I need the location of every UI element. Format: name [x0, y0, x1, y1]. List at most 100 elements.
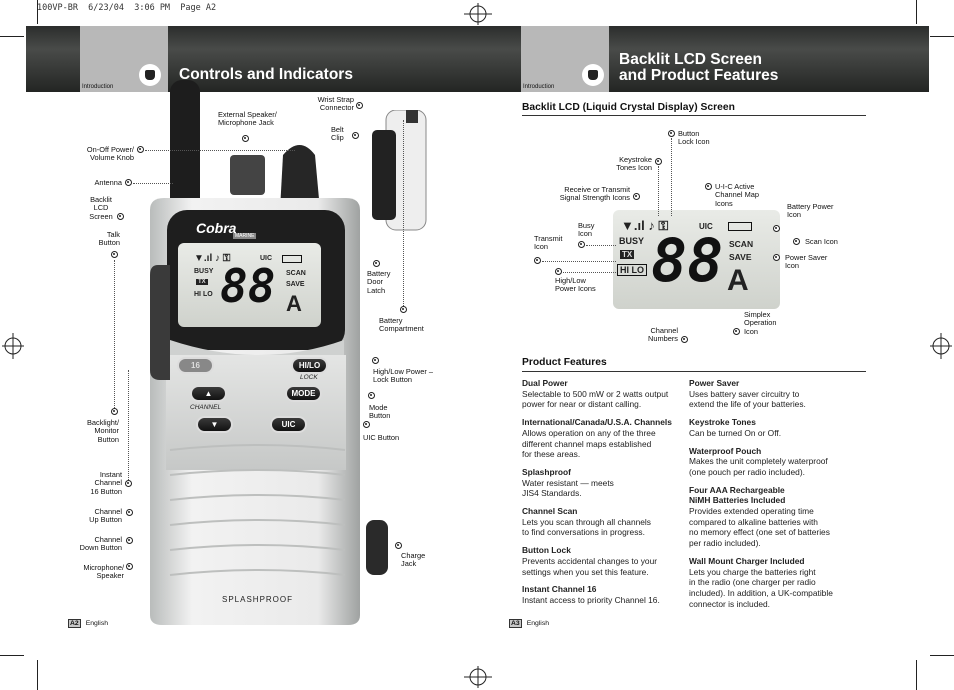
label-keystroke: Keystroke Tones Icon [616, 155, 652, 173]
callout-dot [125, 179, 132, 186]
channel-label: CHANNEL [190, 404, 222, 411]
knob-icon [280, 145, 320, 210]
radio-side-view [372, 110, 427, 231]
page-title-right-line2: and Product Features [619, 67, 779, 84]
callout-dot [372, 357, 379, 364]
callout-dot [117, 213, 124, 220]
label-high-low: High/Low Power – Lock Button [373, 367, 433, 385]
crop-mark [916, 0, 917, 24]
label-on-off: On-Off Power/ Volume Knob [86, 145, 134, 163]
callout-dot [137, 146, 144, 153]
channel-up-button[interactable]: ▲ [190, 385, 227, 402]
callout-dot [352, 132, 359, 139]
battery-icon [282, 255, 302, 263]
page-title-left: Controls and Indicators [179, 66, 353, 83]
label-battery-compartment: Battery Compartment [379, 316, 424, 334]
callout-line [403, 120, 404, 306]
label-channel-down: Channel Down Button [79, 535, 122, 553]
registration-mark-icon [2, 333, 24, 359]
brand-logo: Cobra [196, 220, 237, 236]
callout-dot [655, 158, 662, 165]
label-charge-jack: Charge Jack [401, 551, 426, 569]
label-power-saver: Power Saver Icon [785, 253, 828, 271]
label-channel-numbers: Channel Numbers [648, 326, 678, 344]
callout-dot [126, 509, 133, 516]
channel-down-button[interactable]: ▼ [196, 416, 233, 433]
callout-dot [668, 130, 675, 137]
crop-mark [0, 36, 24, 37]
label-external-speaker: External Speaker/ Microphone Jack [218, 110, 277, 128]
crop-mark [930, 655, 954, 656]
label-antenna: Antenna [94, 178, 122, 187]
callout-line [586, 245, 616, 246]
callout-dot [534, 257, 541, 264]
label-mode: Mode Button [369, 403, 391, 421]
callout-line [542, 261, 616, 262]
callout-line [563, 272, 616, 273]
brand-sub: MARINE [233, 233, 257, 239]
callout-dot [126, 563, 133, 570]
label-channel-up: Channel Up Button [89, 507, 122, 525]
lcd-screen-left: ▼.ıl ♪ ⚿ UIC BUSY TX HI LO 88 SCAN SAVE … [178, 243, 321, 327]
book-logo-icon [582, 64, 604, 86]
callout-dot [773, 225, 780, 232]
label-uic-active: U-I-C Active Channel Map Icons [715, 182, 759, 208]
book-logo-icon [139, 64, 161, 86]
crop-mark [930, 36, 954, 37]
callout-dot [363, 421, 370, 428]
callout-line [128, 370, 129, 480]
antenna-icon [170, 80, 200, 210]
callout-line [133, 183, 173, 184]
hi-lo-button[interactable]: HI/LO [291, 357, 328, 374]
callout-line [114, 260, 115, 408]
callout-dot [578, 241, 585, 248]
label-transmit: Transmit Icon [534, 234, 563, 252]
label-signal-strength: Receive or Transmit Signal Strength Icon… [559, 185, 630, 203]
crop-mark [37, 0, 38, 24]
page-title-right-line1: Backlit LCD Screen [619, 51, 762, 68]
battery-icon [728, 222, 752, 231]
callout-dot [368, 392, 375, 399]
callout-dot [242, 135, 249, 142]
label-talk: Talk Button [98, 230, 120, 248]
callout-dot [733, 328, 740, 335]
callout-dot [400, 306, 407, 313]
instant-channel-16-button[interactable]: 16 [177, 357, 214, 374]
label-uic: UIC Button [363, 433, 400, 442]
callout-dot [111, 408, 118, 415]
label-backlight: Backlight/ Monitor Button [86, 418, 119, 444]
uic-button[interactable]: UIC [270, 416, 307, 433]
callout-dot [633, 193, 640, 200]
callout-dot [111, 251, 118, 258]
label-battery-power: Battery Power Icon [787, 202, 834, 220]
lock-label: LOCK [300, 374, 318, 381]
callout-dot [555, 268, 562, 275]
label-wrist-strap: Wrist Strap Connector [317, 95, 354, 113]
section-rule [522, 115, 866, 116]
radio-illustration [150, 80, 388, 625]
signal-strength-icon: ▼.ıl ♪ ⚿ [194, 253, 231, 264]
crop-mark [37, 660, 38, 690]
callout-dot [125, 480, 132, 487]
registration-mark-icon [930, 333, 952, 359]
crop-mark [916, 660, 917, 690]
features-title: Product Features [522, 357, 607, 368]
print-slug: 100VP-BR 6/23/04 3:06 PM Page A2 [37, 3, 217, 13]
registration-mark-icon [464, 3, 492, 25]
label-battery-door: Battery Door Latch [367, 269, 391, 295]
crop-mark [0, 655, 24, 656]
splashproof-label: SPLASHPROOF [222, 595, 294, 604]
label-belt-clip: Belt Clip [331, 125, 344, 143]
label-microphone: Microphone/ Speaker [83, 563, 124, 581]
callout-dot [373, 260, 380, 267]
lcd-section-title: Backlit LCD (Liquid Crystal Display) Scr… [522, 102, 735, 113]
label-busy: Busy Icon [578, 221, 595, 239]
mode-button[interactable]: MODE [285, 385, 322, 402]
callout-dot [126, 537, 133, 544]
callout-dot [681, 336, 688, 343]
callout-dot [395, 542, 402, 549]
